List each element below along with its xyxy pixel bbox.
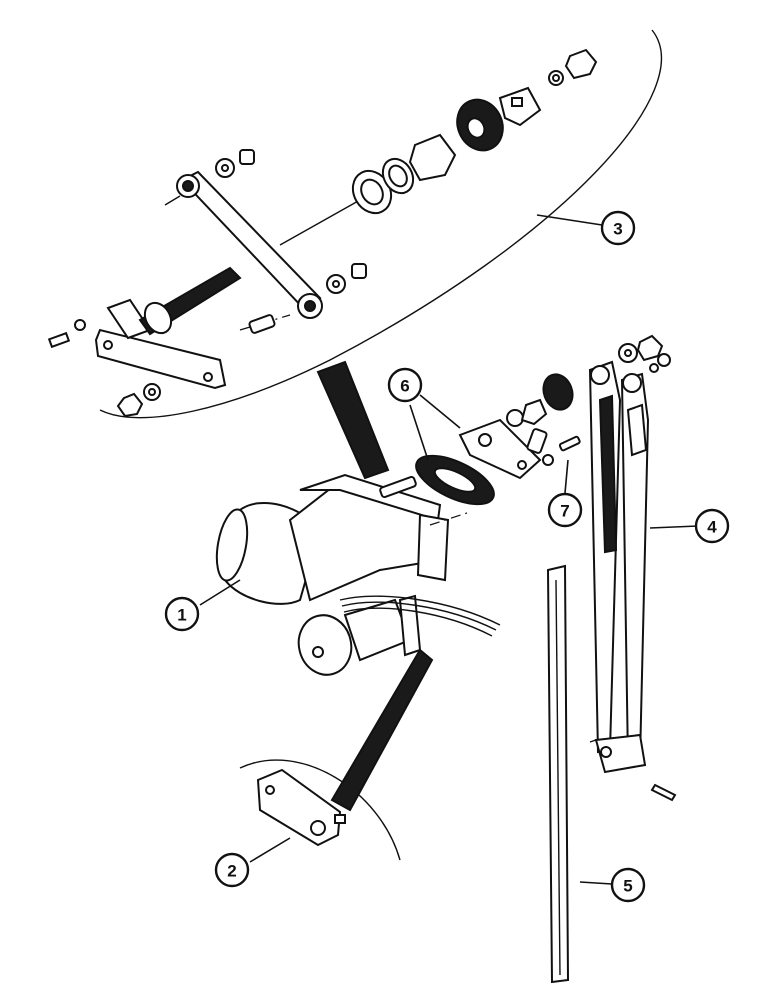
leader-lines [199, 214, 699, 885]
lower-mounting-bracket [256, 768, 346, 847]
callout-5: 5 [610, 867, 646, 903]
leader-7 [564, 459, 569, 494]
lower-strap [330, 648, 434, 812]
wiper-arm [588, 334, 677, 802]
leader-3 [536, 214, 603, 226]
callout-7: 7 [547, 492, 583, 528]
callout-label-6: 6 [400, 377, 409, 396]
pivot-bracket [47, 266, 291, 390]
leader-6a [419, 394, 461, 429]
shaft-component-stack [279, 48, 598, 246]
leader-6b [409, 404, 429, 461]
lower-panel-outline [239, 759, 401, 861]
callout-6: 6 [387, 367, 423, 403]
leader-1 [199, 579, 241, 606]
callout-label-1: 1 [177, 606, 186, 625]
callout-4: 4 [694, 508, 730, 544]
callout-label-4: 4 [707, 518, 717, 537]
screw [542, 435, 581, 466]
linkage-arm [164, 170, 323, 319]
bracket-nut-washer [116, 383, 161, 418]
wiper-motor [215, 473, 501, 676]
upper-panel-outline [99, 29, 663, 419]
leader-5 [579, 881, 613, 885]
callout-label-3: 3 [613, 220, 622, 239]
callout-label-2: 2 [227, 862, 236, 881]
linkage-washers-upper [215, 149, 255, 178]
leader-4 [649, 525, 699, 529]
callout-label-7: 7 [560, 502, 569, 521]
wiper-blade [546, 564, 570, 984]
mounting-plate-gasket [415, 373, 574, 526]
linkage-washers-lower [326, 263, 367, 294]
callout-3: 3 [600, 210, 636, 246]
leader-2 [249, 837, 291, 863]
callout-2: 2 [214, 852, 250, 888]
drive-strap [316, 360, 390, 480]
callout-label-5: 5 [623, 877, 632, 896]
callout-1: 1 [164, 596, 200, 632]
